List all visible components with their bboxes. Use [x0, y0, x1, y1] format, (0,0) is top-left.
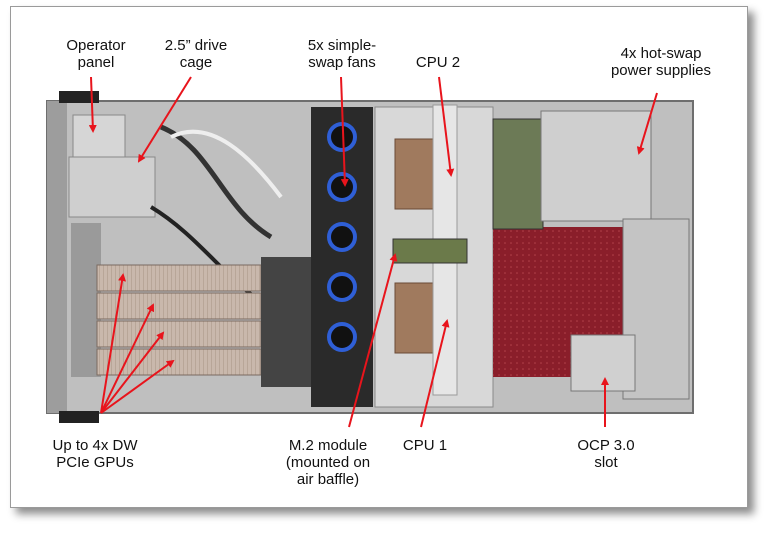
ocp-slot	[570, 334, 636, 392]
fan-wall	[311, 107, 373, 407]
arrow-power-supplies	[636, 92, 658, 155]
arrow-gpu-1	[100, 273, 127, 414]
operator-panel	[72, 114, 126, 158]
arrow-cpu1	[420, 319, 450, 428]
drive-cage	[68, 156, 156, 218]
gpu-card	[96, 320, 262, 348]
arrow-operator-panel	[88, 76, 97, 133]
label-cpu1: CPU 1	[402, 437, 448, 454]
arrow-drive-cage	[137, 76, 192, 163]
arrow-gpu-3	[100, 331, 165, 414]
label-cpu2: CPU 2	[415, 54, 461, 71]
arrow-gpu-4	[100, 359, 175, 414]
gpu-cards	[71, 223, 321, 387]
arrow-cpu2	[438, 76, 455, 177]
power-supply-bay	[540, 110, 652, 222]
arrow-m2-module	[348, 253, 398, 428]
gpu-card	[96, 348, 262, 376]
server-top-view-photo	[46, 76, 694, 428]
gpu-card	[96, 292, 262, 320]
m2-module	[392, 238, 468, 264]
arrow-fans	[340, 76, 349, 187]
arrow-gpu-2	[100, 303, 155, 414]
label-fans: 5x simple-swap fans	[307, 37, 377, 71]
